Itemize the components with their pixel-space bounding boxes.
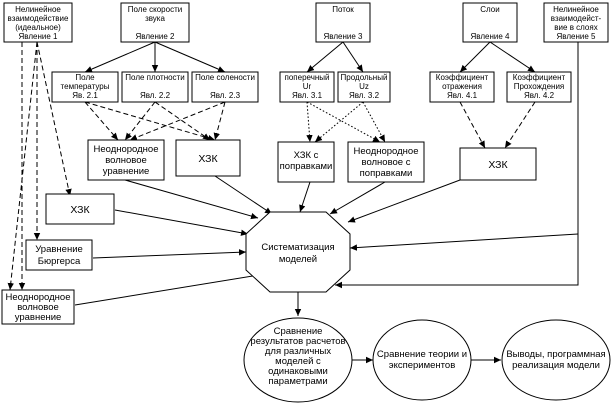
phenomenon-4: Слои Явление 4 [462, 2, 518, 43]
field-2-2: Поле плотности Явл. 2.2 [121, 71, 189, 103]
compare-models-line: параметрами [268, 376, 327, 387]
result-compare-theory: Сравнение теории и экспериментов [372, 319, 472, 401]
model-wave-3-line: уравнение [15, 312, 62, 323]
model-hzk-2-line: поправками [280, 161, 333, 172]
field-2-3-line: Поле солености [195, 73, 255, 82]
model-burgers: Уравнение Бюргерса [25, 239, 93, 271]
phenomenon-1-line: Явление 1 [19, 32, 59, 41]
phenomenon-1-line: взаимодействие [8, 14, 69, 23]
model-wave-3-line: Неоднородное [5, 292, 70, 303]
field-2-3: Поле солености Явл. 2.3 [191, 71, 259, 103]
compare-models-line: для различных [265, 346, 331, 357]
phenomenon-2-line: Поле скорости [128, 5, 182, 14]
field-2-1-line: Яв. 2.1 [72, 91, 98, 100]
compare-models-line: моделей с [275, 356, 321, 367]
phenomenon-1-line: Нелинейное [15, 5, 61, 14]
model-wave-3-line: волновое [17, 302, 59, 313]
phenomenon-1-line: (идеальное) [15, 23, 61, 32]
field-3-1-line: Ur [303, 82, 312, 91]
model-hzk-1-label: ХЗК [198, 153, 218, 165]
phenomenon-5-line: Нелинейное [553, 5, 599, 14]
systematization-octagon: Систематизация моделей [245, 211, 351, 293]
model-hzk-2: ХЗК с поправками [277, 141, 335, 183]
model-hzk-4: ХЗК [459, 147, 537, 181]
field-4-1: Коэффициент отражения Явл. 4.1 [429, 71, 495, 103]
connectors [7, 41, 579, 364]
model-hzk-4-label: ХЗК [488, 159, 508, 171]
phenomenon-4-line: Явление 4 [471, 32, 511, 41]
field-4-1-line: Явл. 4.1 [447, 91, 478, 100]
field-2-1-line: температуры [61, 82, 110, 91]
compare-theory-line: Сравнение теории и [377, 349, 467, 360]
conclusions-line: реализация модели [512, 360, 600, 371]
result-compare-models: Сравнение результатов расчетов для разли… [243, 317, 353, 403]
field-4-2-line: Явл. 4.2 [524, 91, 555, 100]
model-wave-2: Неоднородное волновое с поправками [347, 141, 425, 183]
phenomenon-5-line: вие в слоях [554, 23, 597, 32]
field-2-2-line: Явл. 2.2 [140, 91, 171, 100]
model-wave-1-line: уравнение [103, 166, 150, 177]
compare-models-line: результатов расчетов [250, 336, 345, 347]
field-4-2: Коэффициент Прохождения Явл. 4.2 [506, 71, 572, 103]
field-2-3-line: Явл. 2.3 [210, 91, 241, 100]
field-2-1-line: Поле [75, 73, 95, 82]
field-3-2: Продольный Uz Явл. 3.2 [337, 71, 391, 103]
field-2-1: Поле температуры Яв. 2.1 [51, 71, 119, 103]
field-3-2-line: Явл. 3.2 [349, 91, 380, 100]
field-3-2-line: Uz [359, 82, 369, 91]
phenomenon-4-line: Слои [480, 5, 499, 14]
field-2-2-line: Поле плотности [125, 73, 184, 82]
model-hzk-3: ХЗК [45, 193, 115, 225]
model-wave-1: Неоднородное волновое уравнение [87, 139, 165, 181]
model-burgers-line: Бюргерса [38, 256, 81, 267]
field-4-1-line: отражения [442, 82, 482, 91]
result-conclusions: Выводы, программная реализация модели [501, 319, 611, 401]
compare-models-line: одинаковыми [268, 366, 328, 377]
systematization-line: Систематизация [261, 242, 334, 253]
model-hzk-1: ХЗК [175, 139, 241, 177]
phenomenon-2-line: звука [145, 14, 165, 23]
phenomenon-3-line: Явление 3 [324, 32, 364, 41]
model-wave-2-line: волновое с [362, 157, 411, 168]
field-3-2-line: Продольный [341, 73, 388, 82]
model-burgers-line: Уравнение [35, 244, 83, 255]
conclusions-line: Выводы, программная [506, 349, 605, 360]
field-3-1-line: поперечный [285, 73, 330, 82]
phenomenon-5-line: Явление 5 [557, 32, 597, 41]
phenomenon-3: Поток Явление 3 [315, 2, 371, 43]
compare-models-line: Сравнение [274, 326, 323, 337]
phenomenon-3-line: Поток [332, 5, 354, 14]
field-3-1: поперечный Ur Явл. 3.1 [279, 71, 335, 103]
field-4-2-line: Коэффициент [513, 73, 566, 82]
phenomenon-2: Поле скорости звука Явление 2 [120, 2, 190, 43]
model-wave-3: Неоднородное волновое уравнение [1, 289, 75, 325]
model-wave-2-line: поправками [360, 168, 413, 179]
phenomenon-5: Нелинейное взаимодейст- вие в слоях Явле… [543, 2, 609, 43]
model-hzk-3-label: ХЗК [70, 204, 90, 216]
model-wave-2-line: Неоднородное [353, 146, 418, 157]
phenomenon-5-line: взаимодейст- [551, 14, 602, 23]
model-wave-1-line: Неоднородное [93, 144, 158, 155]
model-wave-1-line: волновое [105, 155, 147, 166]
phenomenon-1: Нелинейное взаимодействие (идеальное) Яв… [3, 2, 73, 43]
compare-theory-line: экспериментов [389, 360, 456, 371]
field-4-2-line: Прохождения [514, 82, 565, 91]
field-4-1-line: Коэффициент [436, 73, 489, 82]
field-3-1-line: Явл. 3.1 [292, 91, 323, 100]
model-hzk-2-line: ХЗК с [294, 150, 319, 161]
phenomenon-2-line: Явление 2 [136, 32, 176, 41]
systematization-line: моделей [279, 254, 317, 265]
